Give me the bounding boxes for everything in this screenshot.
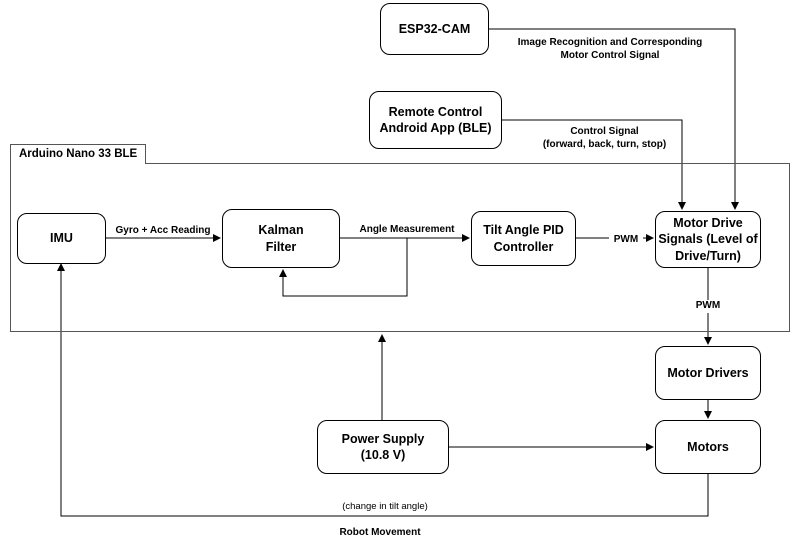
pwm-pid-label: PWM (609, 234, 643, 247)
gyro-acc-label: Gyro + Acc Reading (115, 225, 211, 236)
power-supply-label: Power Supply (10.8 V) (341, 431, 425, 462)
control-signal-label: Control Signal (forward, back, turn, sto… (542, 126, 667, 150)
esp32-cam-block: ESP32-CAM (380, 3, 489, 55)
arrow-esp32-to-motor-drive (489, 28, 739, 210)
motor-drivers-block: Motor Drivers (655, 346, 761, 400)
arduino-container-title: Arduino Nano 33 BLE (10, 144, 147, 164)
esp32-cam-label: ESP32-CAM (398, 21, 471, 36)
pwm-drivers-label: PWM (691, 300, 725, 313)
remote-control-label: Remote Control Android App (BLE) (379, 104, 492, 135)
change-tilt-label: (change in tilt angle) (342, 501, 428, 512)
motors-label: Motors (687, 439, 729, 454)
motors-block: Motors (655, 420, 761, 474)
motor-drive-signals-block: Motor Drive Signals (Level of Drive/Turn… (655, 211, 761, 268)
pid-controller-block: Tilt Angle PID Controller (471, 211, 576, 266)
motor-drive-signals-label: Motor Drive Signals (Level of Drive/Turn… (658, 216, 758, 263)
robot-movement-label: Robot Movement (339, 527, 421, 538)
arrow-remote-to-motor-drive (502, 119, 686, 210)
arrow-motors-to-imu (57, 263, 709, 517)
remote-control-block: Remote Control Android App (BLE) (369, 91, 502, 149)
arrow-kalman-feedback-loop (279, 238, 408, 297)
motor-drivers-label: Motor Drivers (667, 365, 749, 380)
angle-measurement-label: Angle Measurement (359, 224, 455, 235)
image-recognition-label: Image Recognition and Corresponding Moto… (517, 37, 703, 61)
kalman-filter-label: Kalman Filter (258, 223, 304, 254)
power-supply-block: Power Supply (10.8 V) (317, 420, 449, 474)
pid-controller-label: Tilt Angle PID Controller (483, 223, 564, 254)
arduino-container (10, 163, 790, 332)
kalman-filter-block: Kalman Filter (222, 209, 340, 268)
imu-block: IMU (17, 213, 106, 264)
imu-label: IMU (50, 231, 73, 246)
